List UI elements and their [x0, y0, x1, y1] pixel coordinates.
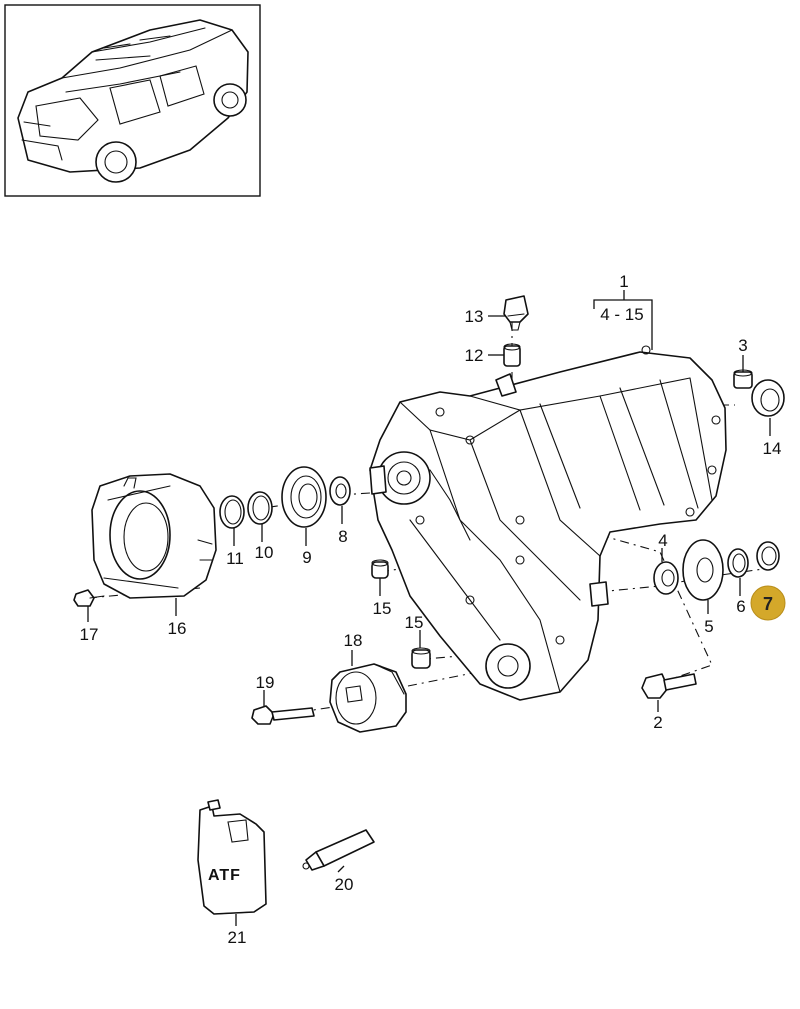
callout-3[interactable]: 3	[738, 336, 747, 355]
callout-7-highlighted-badge[interactable]: 7	[750, 585, 786, 621]
part-12-sleeve[interactable]	[503, 343, 521, 367]
part-11-o-ring[interactable]	[219, 495, 245, 529]
part-10-o-ring[interactable]	[247, 491, 273, 525]
callout-2[interactable]: 2	[653, 713, 662, 732]
part-5-shim[interactable]	[682, 539, 724, 601]
atf-label: ATF	[208, 867, 241, 884]
part-16-housing[interactable]	[91, 473, 217, 599]
part-21-atf-bottle[interactable]: ATF	[197, 799, 267, 915]
callout-1[interactable]: 1	[619, 272, 628, 291]
part-9-cover[interactable]	[281, 466, 327, 528]
callout-11[interactable]: 11	[226, 549, 244, 568]
callout-8[interactable]: 8	[338, 527, 347, 546]
part-13-plug[interactable]	[503, 295, 529, 331]
part-3-bushing[interactable]	[733, 369, 753, 389]
callout-19[interactable]: 19	[256, 673, 275, 692]
part-20-sealant-tube[interactable]	[302, 829, 375, 871]
callout-6[interactable]: 6	[736, 597, 745, 616]
callout-13[interactable]: 13	[465, 307, 484, 326]
leader-lines	[87, 290, 771, 926]
callout-4[interactable]: 4	[658, 531, 667, 550]
part-19-bolt[interactable]	[251, 705, 315, 725]
part-6-ring[interactable]	[727, 548, 749, 578]
callout-12[interactable]: 12	[465, 346, 484, 365]
part-14-seal[interactable]	[751, 379, 785, 417]
transfer-case-housing[interactable]	[369, 345, 727, 701]
callout-18[interactable]: 18	[344, 631, 363, 650]
vehicle-thumbnail[interactable]	[4, 4, 261, 197]
callout-14[interactable]: 14	[763, 439, 782, 458]
callout-7: 7	[763, 594, 773, 614]
callout-labels: 1 4 - 15 13 12 3 14 11 10 9 8 4 6 5 15 1…	[80, 272, 782, 947]
part-15b-bushing[interactable]	[411, 647, 431, 669]
part-17-bolt[interactable]	[73, 589, 105, 607]
part-18-coupling[interactable]	[329, 663, 407, 733]
callout-17[interactable]: 17	[80, 625, 99, 644]
callout-9[interactable]: 9	[302, 548, 311, 567]
callout-16[interactable]: 16	[168, 619, 187, 638]
callout-21[interactable]: 21	[228, 928, 247, 947]
callout-20[interactable]: 20	[335, 875, 354, 894]
part-15a-bushing[interactable]	[371, 559, 389, 579]
part-2-bolt[interactable]	[641, 673, 697, 699]
part-8-washer[interactable]	[329, 476, 351, 506]
part-4-bearing[interactable]	[653, 561, 679, 595]
callout-15b[interactable]: 15	[405, 613, 424, 632]
callout-15a[interactable]: 15	[373, 599, 392, 618]
callout-range: 4 - 15	[600, 305, 643, 324]
part-7-ring[interactable]	[756, 541, 780, 571]
callout-10[interactable]: 10	[255, 543, 274, 562]
callout-5[interactable]: 5	[704, 617, 713, 636]
